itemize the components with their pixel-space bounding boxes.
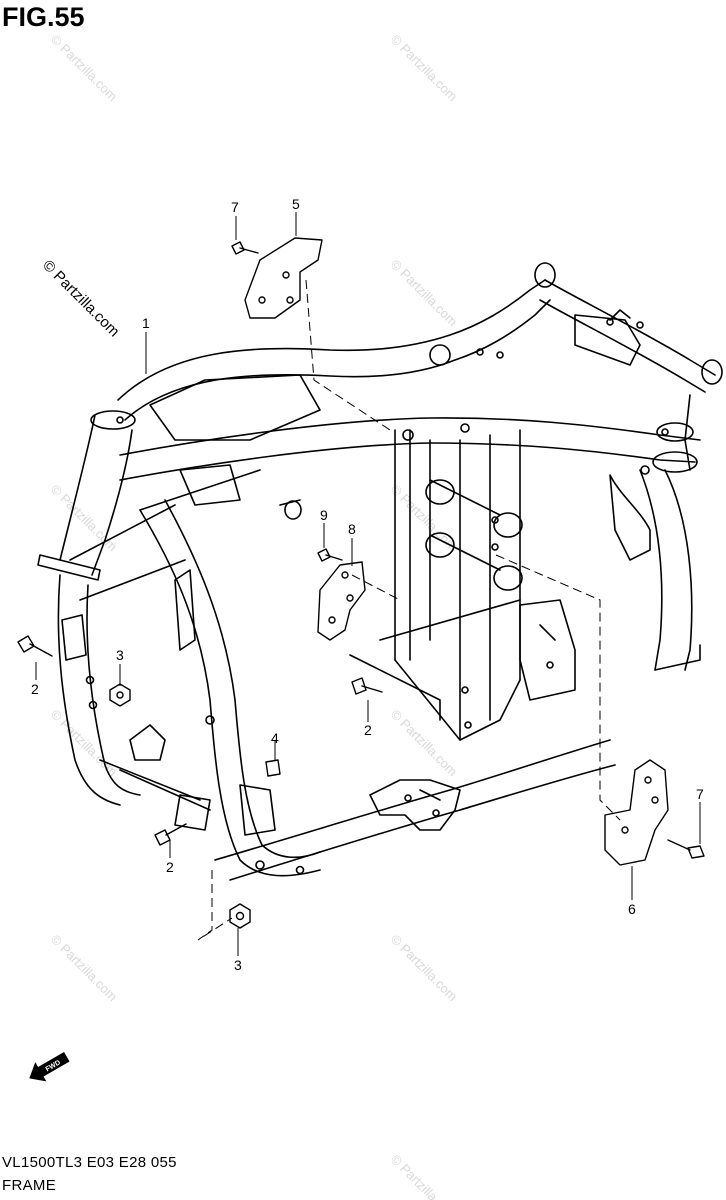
part-8-bracket (317, 561, 366, 641)
part-5-bracket (244, 237, 323, 319)
fwd-arrow-icon: FWD (29, 1051, 70, 1082)
callout-6: 6 (628, 901, 636, 917)
callout-8: 8 (348, 521, 356, 537)
part-7-bolt-right (667, 839, 705, 859)
fwd-label: FWD (45, 1059, 62, 1073)
callout-numbers: 1 7 5 9 8 2 3 2 4 2 3 6 7 (31, 196, 704, 973)
callout-3-lower: 3 (234, 957, 242, 973)
part-7-bolt-top (231, 241, 259, 255)
callout-2-left: 2 (31, 681, 39, 697)
callout-3-upper: 3 (116, 647, 124, 663)
part-3-nut-lower (229, 903, 251, 929)
watermark: © Partzilla.com (388, 932, 461, 1005)
callout-7-top: 7 (231, 199, 239, 215)
watermark: © Partzilla.com (388, 32, 461, 105)
main-frame-drawing (37, 262, 723, 881)
figure-title: FIG.55 (2, 2, 85, 32)
exploded-parts (17, 237, 705, 929)
dashed-leaders (197, 279, 621, 941)
callout-2-middle: 2 (364, 722, 372, 738)
callout-7-right: 7 (696, 786, 704, 802)
watermark: © Partzilla.com (48, 32, 121, 105)
part-2-bolt-middle (351, 677, 383, 695)
part-2-bolt-left (17, 635, 53, 657)
callout-4: 4 (271, 730, 279, 746)
callout-leaders (35, 212, 701, 956)
watermark: © Partzilla.com (48, 707, 121, 780)
model-code: VL1500TL3 E03 E28 055 (2, 1154, 177, 1171)
part-3-nut-upper (109, 683, 131, 707)
callout-1: 1 (142, 315, 150, 331)
watermark: © Partzilla.com (388, 707, 461, 780)
part-6-bracket (604, 759, 669, 866)
watermark: © Partzilla.com (388, 482, 461, 555)
part-9-bolt (317, 548, 343, 562)
section-name: FRAME (2, 1177, 56, 1194)
watermark-group: © Partzilla.com © Partzilla.com © Partzi… (39, 32, 460, 1200)
part-4-grommet (265, 759, 281, 777)
callout-5: 5 (292, 196, 300, 212)
watermark: © Partzilla.com (388, 257, 461, 330)
callout-2-lower: 2 (166, 859, 174, 875)
watermark: © Partzilla.com (388, 1152, 461, 1200)
watermark-dark: © Partzilla.com (39, 257, 122, 340)
watermark: © Partzilla.com (48, 932, 121, 1005)
callout-9: 9 (320, 507, 328, 523)
watermark: © Partzilla.com (48, 482, 121, 555)
